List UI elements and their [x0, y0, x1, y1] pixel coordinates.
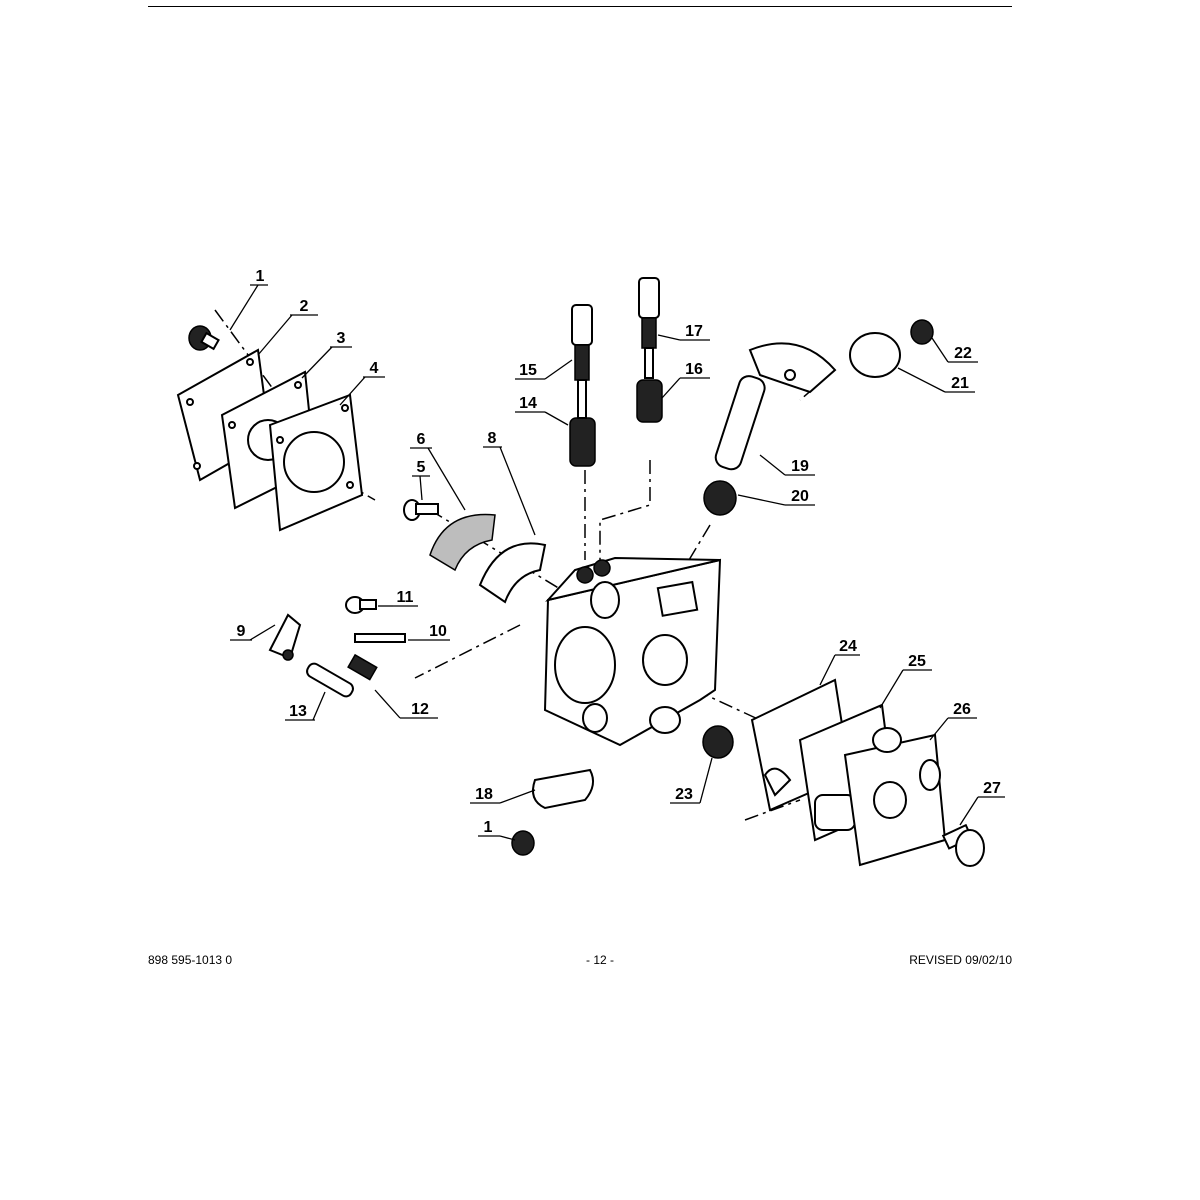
part-16-spring: [636, 379, 663, 423]
callout-16: 16: [685, 361, 703, 378]
part-18-bracket: [532, 768, 595, 810]
callout-4: 4: [370, 360, 379, 377]
callout-9: 9: [237, 623, 246, 640]
callout-labels: 1 2 3 4 5 6 8 9 10 11 12 13 14 15 16 17 …: [237, 268, 1001, 836]
callout-17: 17: [685, 323, 703, 340]
part-11-screw: [345, 596, 377, 614]
part-27-screw: [941, 823, 985, 867]
callout-20: 20: [791, 488, 809, 505]
footer-page-number: - 12 -: [585, 953, 614, 967]
callout-10: 10: [429, 623, 447, 640]
callout-26: 26: [953, 701, 971, 718]
part-1-screw: [188, 325, 220, 351]
carburetor-body: [543, 556, 722, 747]
callout-18: 18: [475, 786, 493, 803]
callout-21: 21: [951, 375, 969, 392]
callout-12: 12: [411, 701, 429, 718]
part-26-cover: [843, 727, 947, 867]
footer-part-number: 898 595-1013 0: [148, 953, 233, 967]
part-8-plate: [478, 542, 547, 604]
callout-25: 25: [908, 653, 926, 670]
callout-6: 6: [417, 431, 426, 448]
callout-8: 8: [488, 430, 497, 447]
leader-lines: [229, 284, 1005, 841]
callout-15: 15: [519, 362, 537, 379]
part-5-screw: [403, 499, 439, 521]
part-10-pin: [354, 633, 406, 643]
part-23-filter: [702, 725, 734, 759]
callout-27: 27: [983, 780, 1001, 797]
callout-3: 3: [337, 330, 346, 347]
callout-13: 13: [289, 703, 307, 720]
callout-11: 11: [397, 589, 414, 606]
part-4-gasket: [268, 393, 364, 532]
part-1-bottom-screw: [511, 830, 535, 856]
part-12-spring: [347, 653, 378, 681]
callout-22: 22: [954, 345, 972, 362]
callout-23: 23: [675, 786, 693, 803]
callout-1: 1: [256, 268, 265, 285]
callout-1-bottom: 1: [484, 819, 493, 836]
part-6-plate: [429, 513, 496, 572]
callout-5: 5: [417, 459, 426, 476]
callout-24: 24: [839, 638, 857, 655]
part-14-spring: [569, 417, 596, 467]
part-20-spring: [703, 480, 737, 516]
part-19-shaft: [714, 342, 837, 471]
part-9-lever: [268, 613, 302, 661]
callout-19: 19: [791, 458, 809, 475]
part-21-disc: [849, 332, 901, 378]
footer-revision: REVISED 09/02/10: [909, 953, 1012, 967]
part-22-screw: [910, 319, 934, 345]
part-17-needle: [638, 277, 660, 379]
top-rule: [148, 6, 1012, 7]
part-15-needle: [571, 304, 593, 419]
callout-14: 14: [519, 395, 537, 412]
part-13-needle: [306, 662, 354, 698]
callout-2: 2: [300, 298, 309, 315]
